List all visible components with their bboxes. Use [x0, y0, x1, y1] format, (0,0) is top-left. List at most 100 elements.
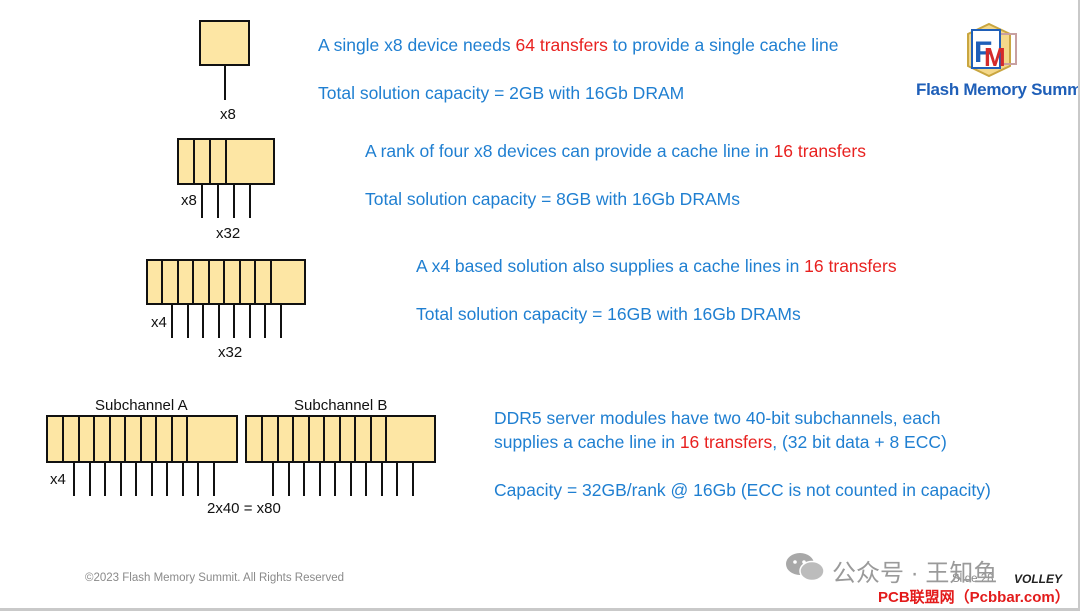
dram-rank-box — [146, 259, 306, 305]
svg-text:F: F — [974, 36, 992, 69]
chip-divider — [369, 415, 372, 463]
chip-divider — [385, 415, 387, 463]
chip-divider — [225, 138, 227, 185]
row3-highlight: 16 transfers — [804, 256, 897, 276]
row4-text-end: , (32 bit data + 8 ECC) — [772, 432, 947, 452]
chip-pin — [365, 463, 367, 496]
row4-text: supplies a cache line in — [494, 432, 680, 452]
logo-text: Flash Memory Summit — [916, 80, 1080, 99]
device-width-label: x4 — [50, 471, 66, 488]
chip-divider — [108, 415, 111, 463]
row1-highlight: 64 transfers — [515, 35, 608, 55]
row2-line2: Total solution capacity = 8GB with 16Gb … — [365, 189, 740, 209]
chip-divider — [155, 415, 157, 463]
chip-divider — [176, 259, 179, 305]
device-width-label: x8 — [181, 192, 197, 209]
chip-divider — [192, 259, 194, 305]
chip-pin — [380, 463, 383, 496]
dram-chip-x8 — [199, 20, 250, 66]
chip-pin — [88, 463, 91, 496]
chip-pin — [166, 463, 168, 496]
chip-pin — [212, 463, 215, 496]
copyright-text: ©2023 Flash Memory Summit. All Rights Re… — [85, 572, 345, 584]
row1-text-end: to provide a single cache line — [607, 35, 839, 55]
bus-width-label: x32 — [216, 225, 241, 242]
chip-pin — [396, 463, 398, 496]
chip-pin — [171, 305, 173, 338]
subchannel-a-label: Subchannel A — [95, 397, 188, 414]
row2-line1: A rank of four x8 devices can provide a … — [365, 141, 866, 162]
chip-pin — [181, 463, 184, 496]
chip-pin — [248, 305, 251, 338]
bus-width-label: 2x40 = x80 — [207, 500, 281, 517]
chip-pin — [303, 463, 305, 496]
chip-pin — [233, 305, 235, 338]
chip-divider — [276, 415, 279, 463]
chip-pin — [150, 463, 153, 496]
chip-pin — [197, 463, 199, 496]
svg-text:M: M — [984, 42, 1006, 72]
subchannel-b-label: Subchannel B — [294, 397, 388, 414]
chip-pin — [318, 463, 321, 496]
chip-pin — [73, 463, 75, 496]
row3-line1: A x4 based solution also supplies a cach… — [416, 256, 897, 277]
width-label: x8 — [220, 106, 236, 123]
chip-divider — [292, 415, 294, 463]
chip-pin — [349, 463, 352, 496]
chip-divider — [62, 415, 64, 463]
chip-pin — [272, 463, 274, 496]
row1-text: A single x8 device needs — [318, 35, 516, 55]
slide-border-bottom — [0, 608, 1080, 611]
chip-divider — [139, 415, 142, 463]
row3-line2: Total solution capacity = 16GB with 16Gb… — [416, 304, 801, 324]
chip-pin — [186, 305, 189, 338]
chip-pin — [202, 305, 204, 338]
pcb-watermark: PCB联盟网（Pcbbar.com） — [878, 589, 1070, 606]
row4-line1: DDR5 server modules have two 40-bit subc… — [494, 408, 941, 428]
chip-pin — [411, 463, 414, 496]
row4-line2: supplies a cache line in 16 transfers, (… — [494, 432, 947, 453]
chip-divider — [209, 138, 211, 185]
chip-divider — [193, 138, 195, 185]
chip-pin — [249, 185, 251, 218]
chip-pin — [264, 305, 266, 338]
dram-rank-box — [245, 415, 436, 463]
chip-divider — [307, 415, 310, 463]
chip-divider — [161, 259, 163, 305]
chip-pin — [287, 463, 290, 496]
row2-text: A rank of four x8 devices can provide a … — [365, 141, 774, 161]
watermark-text: 公众号 · 王知鱼 — [832, 560, 998, 587]
dram-rank-box — [46, 415, 238, 463]
row1-line1: A single x8 device needs 64 transfers to… — [318, 35, 838, 56]
row2-highlight: 16 transfers — [773, 141, 866, 161]
chip-divider — [254, 259, 256, 305]
chip-divider — [223, 259, 225, 305]
chip-divider — [207, 259, 210, 305]
chip-pin — [201, 185, 203, 218]
bus-width-label: x32 — [218, 344, 243, 361]
volley-brand: VOLLEY — [1014, 572, 1063, 586]
chip-pin — [119, 463, 122, 496]
wechat-icon — [786, 553, 825, 582]
row4-highlight: 16 transfers — [679, 432, 773, 452]
chip-pin — [233, 185, 235, 218]
row4-line3: Capacity = 32GB/rank @ 16Gb (ECC is not … — [494, 480, 991, 500]
chip-divider — [323, 415, 325, 463]
chip-pin — [217, 305, 220, 338]
chip-divider — [170, 415, 173, 463]
chip-pin — [217, 185, 219, 218]
device-width-label: x4 — [151, 314, 167, 331]
flash-memory-summit-logo-icon: F M — [967, 22, 1017, 78]
slide-number: Slide 28 — [952, 573, 994, 585]
chip-divider — [354, 415, 356, 463]
chip-pin — [334, 463, 336, 496]
chip-divider — [238, 259, 241, 305]
chip-divider — [261, 415, 263, 463]
row1-line2: Total solution capacity = 2GB with 16Gb … — [318, 83, 685, 103]
chip-divider — [124, 415, 126, 463]
chip-divider — [77, 415, 80, 463]
chip-divider — [186, 415, 188, 463]
row3-text: A x4 based solution also supplies a cach… — [416, 256, 805, 276]
chip-divider — [338, 415, 341, 463]
